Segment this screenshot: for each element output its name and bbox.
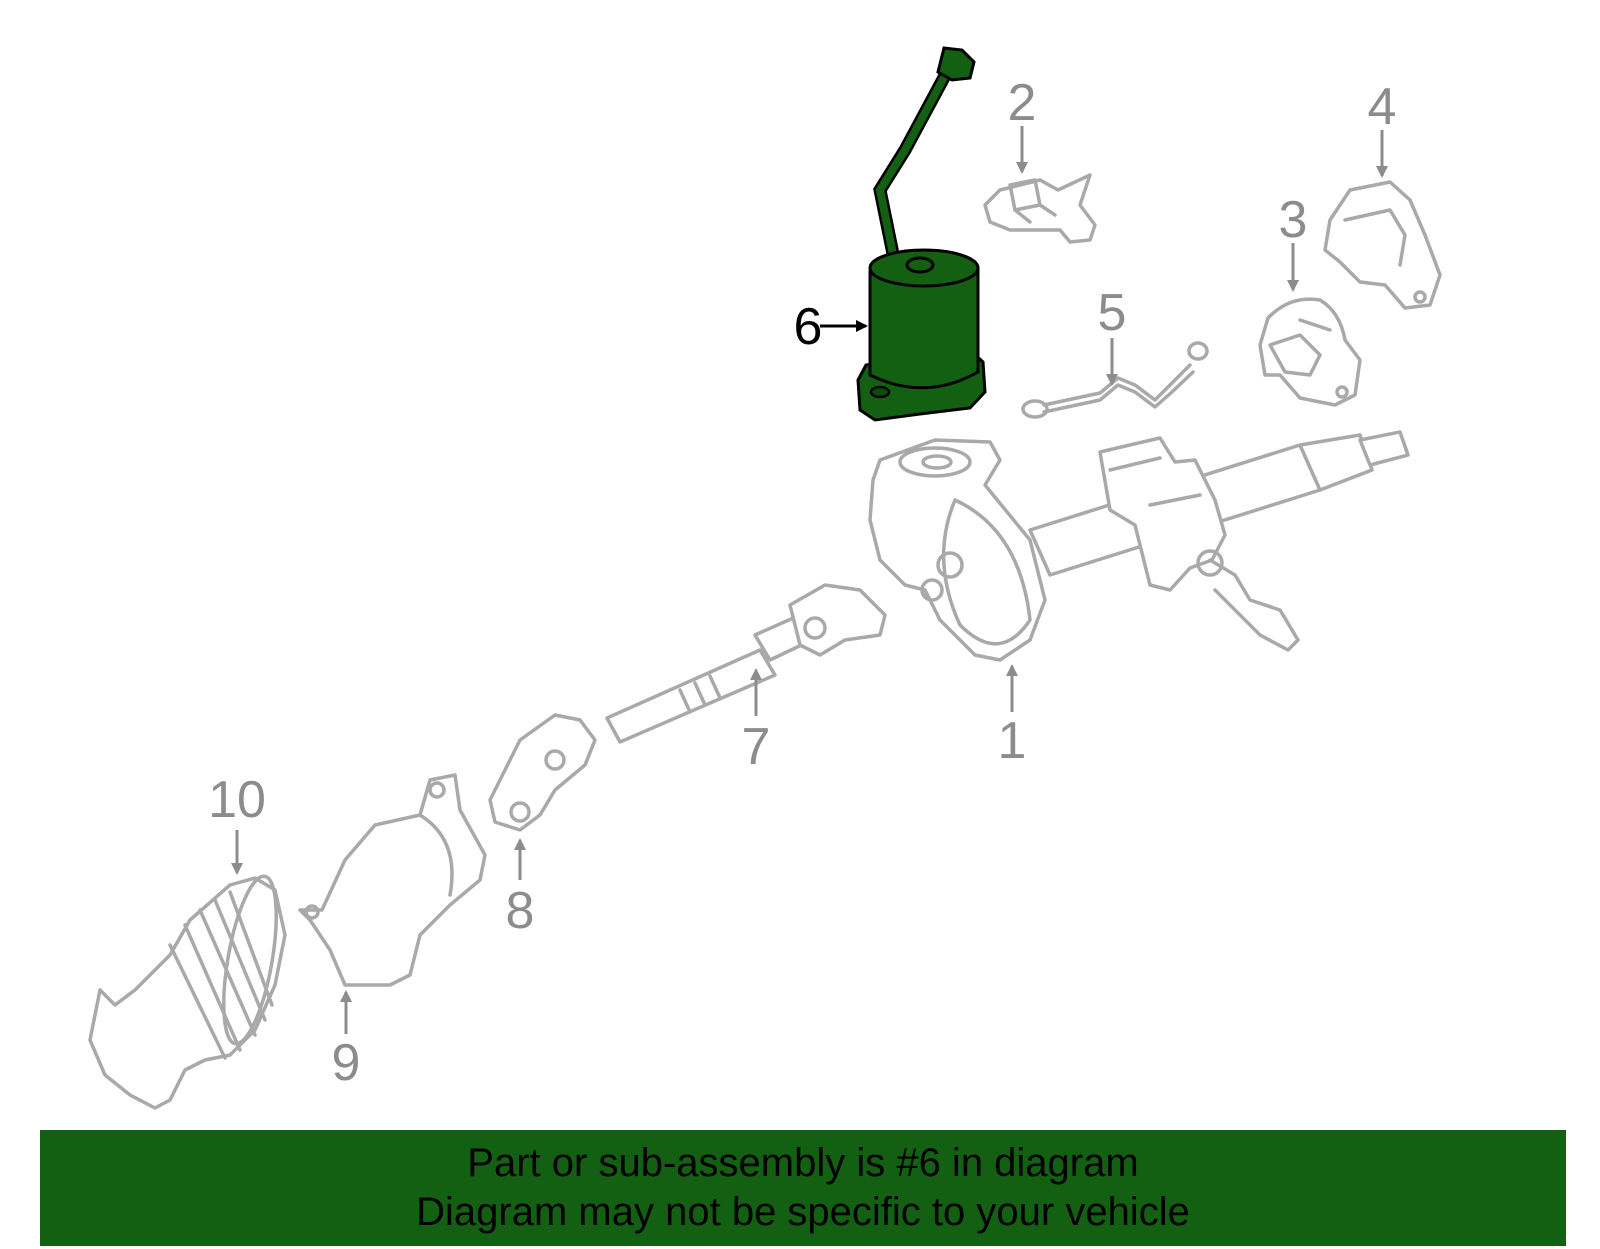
- part-4-cover[interactable]: [1323, 180, 1442, 310]
- part-6-motor[interactable]: [856, 46, 987, 422]
- callout-4: 4: [1368, 78, 1397, 136]
- callout-8: 8: [506, 882, 535, 940]
- callout-2: 2: [1008, 74, 1037, 132]
- part-2-bracket[interactable]: [983, 173, 1097, 244]
- callout-9: 9: [332, 1034, 361, 1092]
- part-5-cable[interactable]: [1021, 341, 1209, 419]
- part-7-intermediate-shaft[interactable]: [605, 583, 887, 744]
- callout-5: 5: [1098, 284, 1127, 342]
- callout-7: 7: [742, 718, 771, 776]
- callout-6: 6: [794, 298, 823, 356]
- part-9-cover[interactable]: [298, 773, 487, 987]
- info-banner: Part or sub-assembly is #6 in diagram Di…: [40, 1130, 1566, 1246]
- callout-1: 1: [998, 712, 1027, 770]
- banner-line-2: Diagram may not be specific to your vehi…: [416, 1190, 1190, 1234]
- callout-10: 10: [208, 771, 266, 829]
- part-8-universal-joint[interactable]: [488, 713, 597, 832]
- part-10-boot[interactable]: [88, 872, 287, 1110]
- part-1-steering-column[interactable]: [868, 430, 1410, 662]
- banner-line-1: Part or sub-assembly is #6 in diagram: [467, 1141, 1139, 1185]
- part-3-cover[interactable]: [1258, 297, 1362, 407]
- callout-3: 3: [1279, 191, 1308, 249]
